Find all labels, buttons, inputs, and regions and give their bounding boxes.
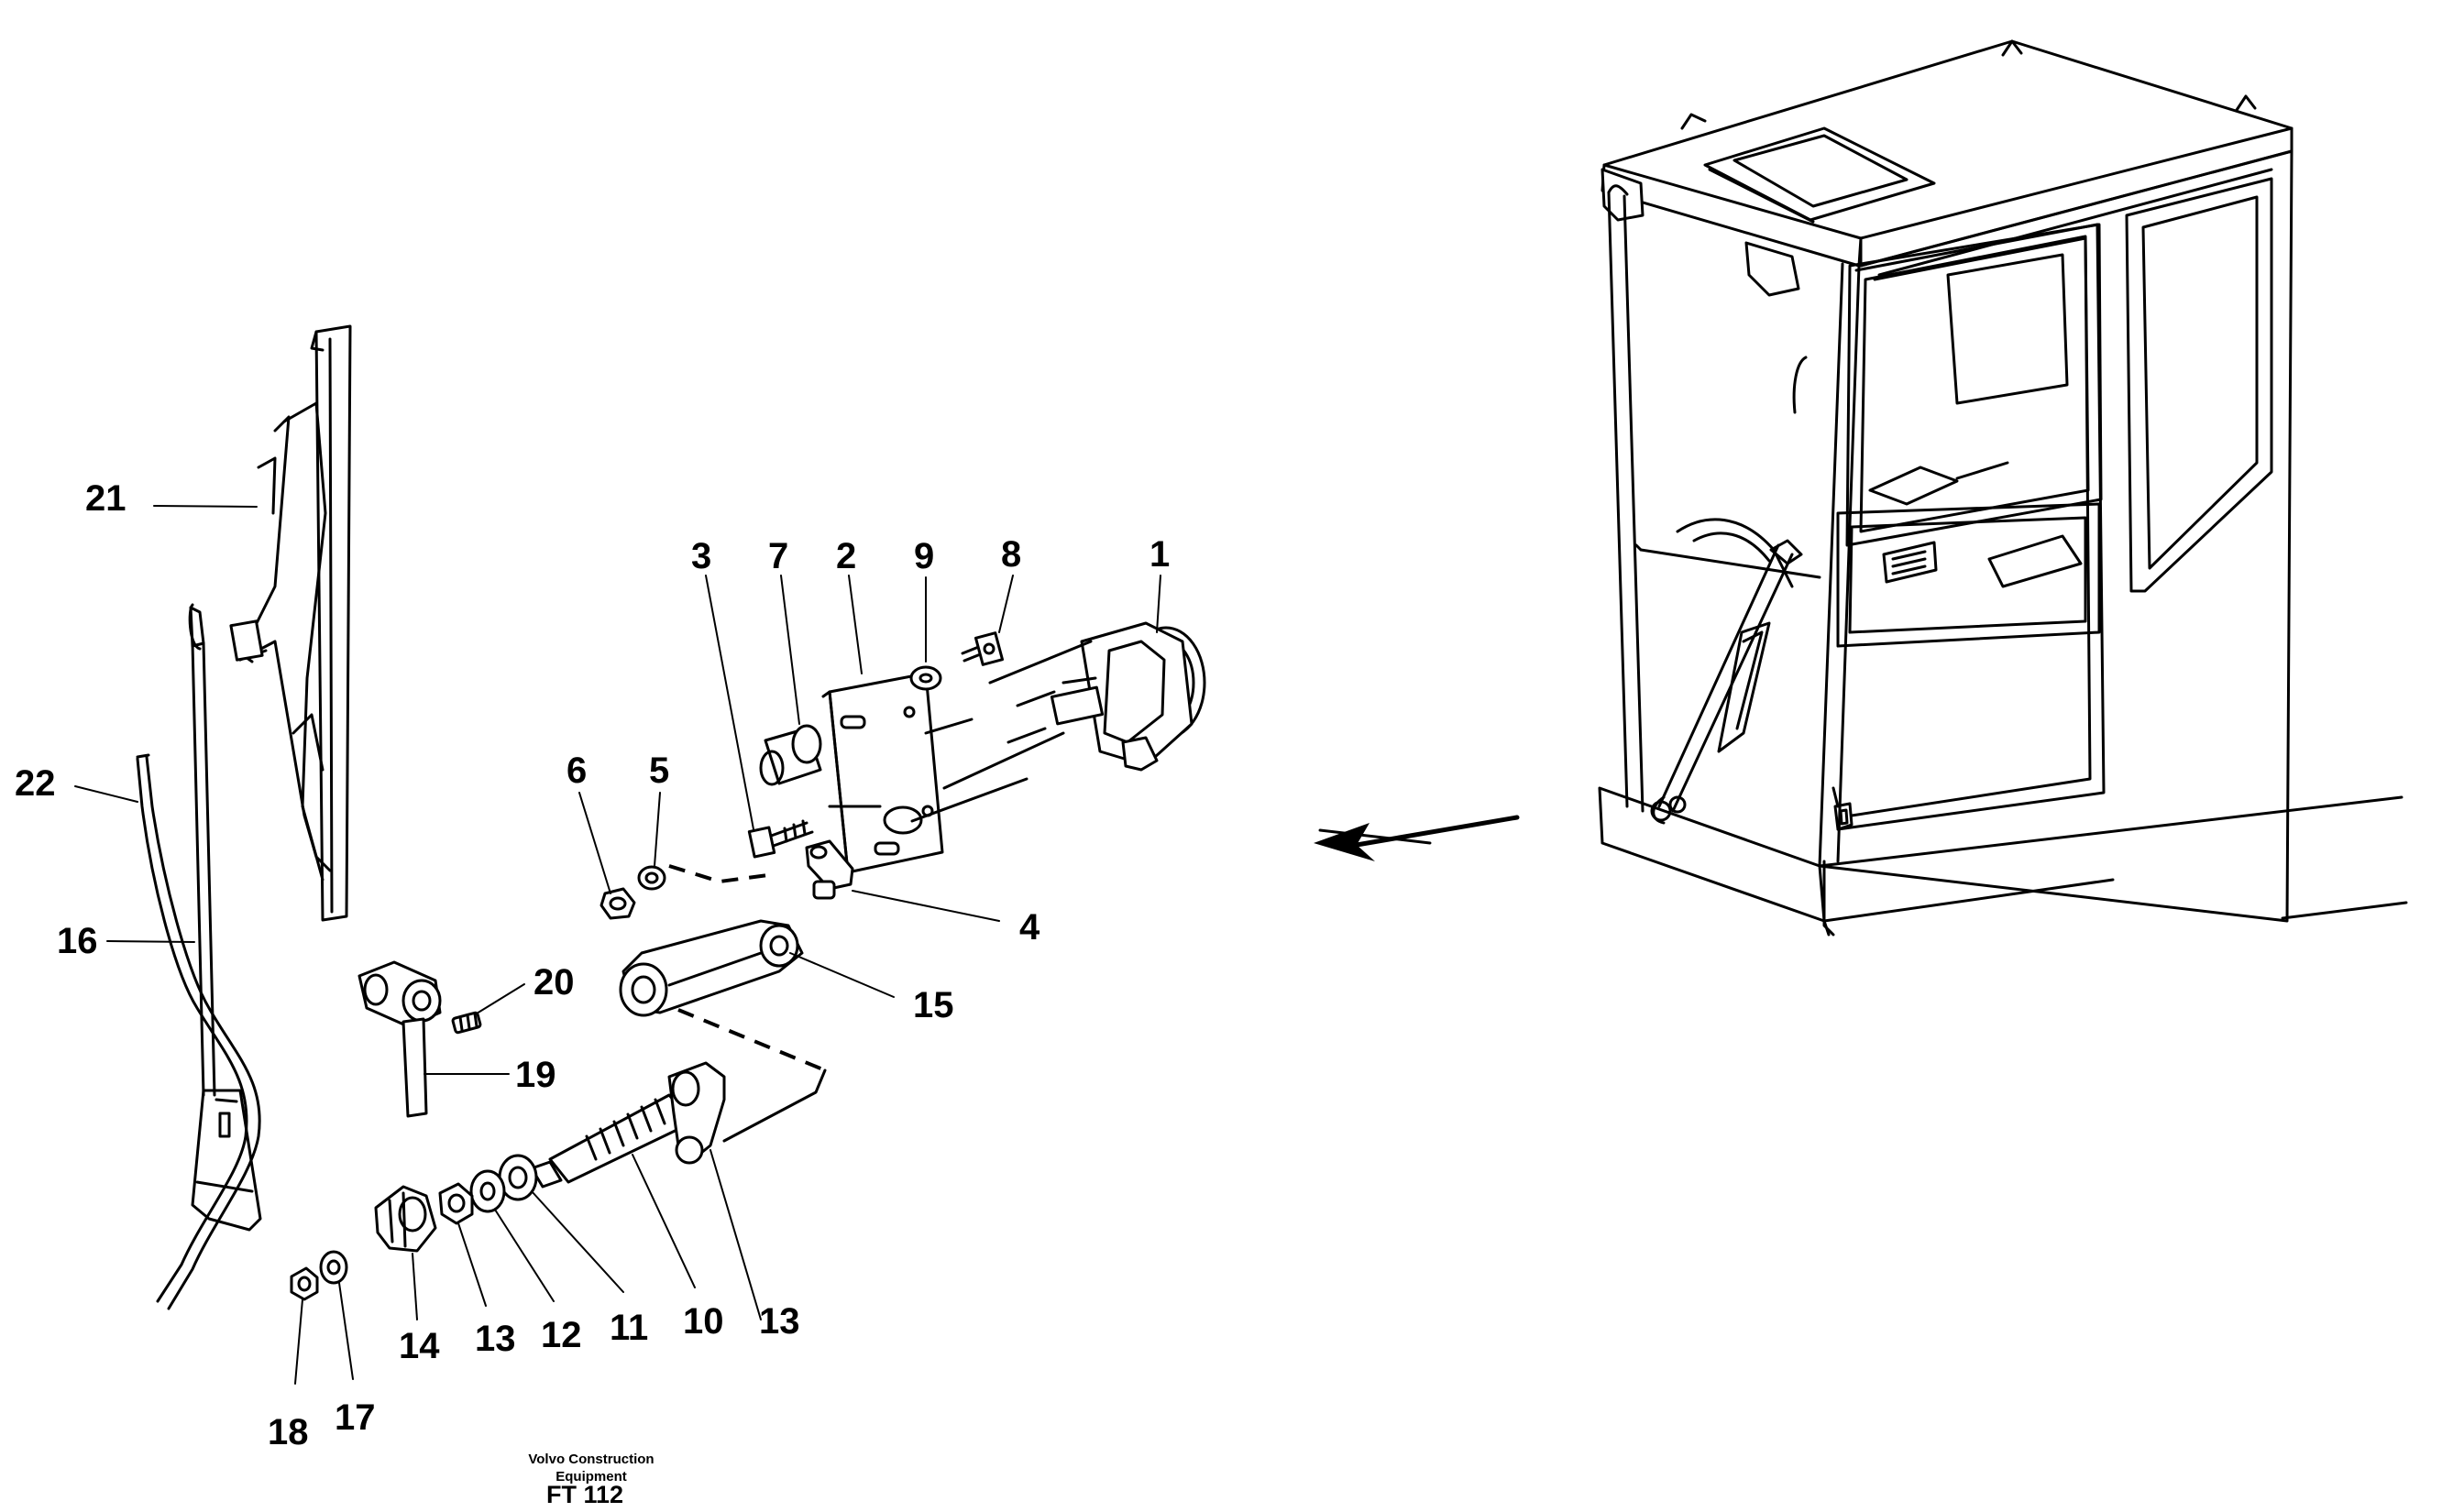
- wiper-blade: [229, 324, 352, 922]
- assembly-line-lower: [677, 1008, 826, 1072]
- spindle: [530, 1061, 726, 1189]
- label-17: 17: [335, 1397, 376, 1438]
- nut-6: [600, 887, 636, 920]
- direction-arrow: [1314, 815, 1520, 861]
- nut-13: [438, 1182, 474, 1225]
- washer-12: [469, 1169, 506, 1213]
- label-9: 9: [914, 536, 934, 576]
- label-4: 4: [1019, 907, 1040, 948]
- part-labels: 21 22 16 3 7 2 9 8 1 6 5 4 20 15 19 14 1…: [15, 478, 1170, 1452]
- clamp: [358, 960, 442, 1118]
- label-3: 3: [691, 536, 711, 576]
- screw-8: [961, 631, 1005, 666]
- footer-caption: Volvo Construction Equipment FT 112: [528, 1452, 654, 1508]
- figure-code: FT 112: [546, 1481, 623, 1508]
- label-7: 7: [768, 536, 788, 576]
- label-15: 15: [913, 985, 954, 1025]
- wiper-arm: [188, 603, 262, 1232]
- label-18: 18: [268, 1412, 309, 1452]
- leader-lines: [74, 505, 1432, 1385]
- label-22: 22: [15, 763, 56, 804]
- label-14: 14: [399, 1326, 440, 1366]
- label-13-right: 13: [759, 1301, 800, 1342]
- washer-9: [909, 665, 942, 691]
- screw-20: [451, 1011, 482, 1035]
- wiper-motor: [942, 621, 1206, 790]
- bushing-14: [374, 1185, 437, 1253]
- link-rod: [619, 919, 804, 1017]
- cab-illustration: [1598, 39, 2408, 937]
- assembly-line-upper: [668, 864, 769, 884]
- washer-17: [319, 1250, 348, 1285]
- label-10: 10: [683, 1301, 724, 1342]
- label-11: 11: [610, 1308, 648, 1348]
- brand-line-2: Equipment: [556, 1469, 627, 1485]
- assembly-line-lower-end: [722, 1068, 827, 1143]
- label-6: 6: [566, 751, 587, 791]
- label-20: 20: [534, 962, 575, 1003]
- nut-18: [290, 1266, 319, 1301]
- washer-11: [498, 1154, 538, 1201]
- mounting-plate: [821, 672, 1028, 877]
- label-19: 19: [515, 1055, 556, 1095]
- label-12: 12: [541, 1315, 582, 1355]
- washer-hose: [136, 753, 261, 1310]
- label-13-left: 13: [475, 1319, 516, 1359]
- washer-5: [637, 865, 666, 891]
- label-8: 8: [1001, 534, 1021, 575]
- label-5: 5: [649, 751, 669, 791]
- bushing: [759, 724, 822, 786]
- crank: [805, 839, 854, 900]
- label-16: 16: [57, 921, 98, 961]
- screw-3: [747, 819, 814, 859]
- label-21: 21: [85, 478, 126, 519]
- label-2: 2: [836, 536, 856, 576]
- label-1: 1: [1150, 534, 1170, 575]
- brand-line-1: Volvo Construction: [528, 1452, 654, 1467]
